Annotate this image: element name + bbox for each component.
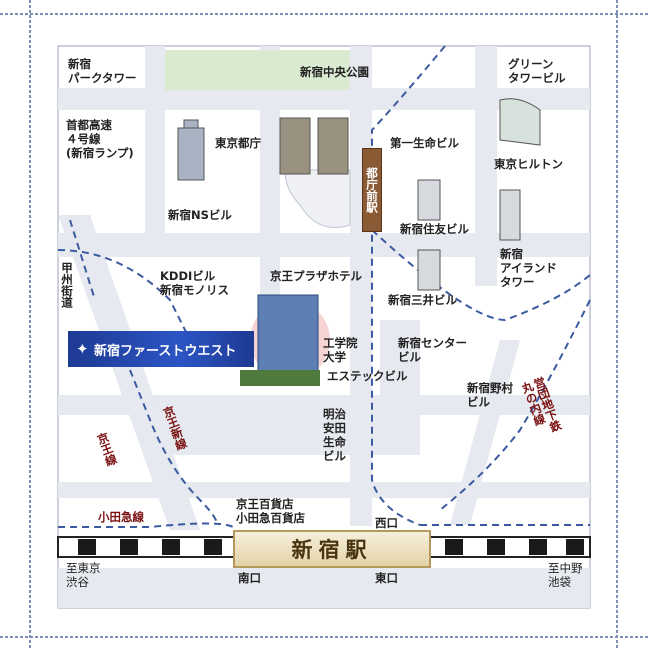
label-park-tower: 新宿 パークタワー — [68, 57, 137, 85]
label-center-building: 新宿センター ビル — [398, 336, 467, 364]
label-sumitomo: 新宿住友ビル — [400, 222, 469, 236]
label-to-tokyo: 至東京 渋谷 — [66, 561, 101, 589]
first-west-building — [240, 294, 330, 386]
label-nomura: 新宿野村 ビル — [467, 381, 513, 409]
label-south-exit: 南口 — [238, 571, 261, 585]
road-network — [58, 46, 590, 608]
label-koshu-kaido: 甲州街道 — [60, 262, 74, 308]
label-ns-building: 新宿NSビル — [168, 208, 232, 222]
first-west-banner[interactable]: ✦ 新宿ファーストウエスト — [68, 331, 254, 367]
chuo-park — [165, 50, 350, 90]
first-west-label: 新宿ファーストウエスト — [94, 343, 237, 359]
label-kddi: KDDIビル 新宿モノリス — [160, 269, 229, 297]
label-island-tower: 新宿 アイランド タワー — [500, 247, 557, 289]
tocho-plaza — [284, 169, 351, 228]
label-meiji-yasuda: 明治 安田 生命 ビル — [323, 407, 346, 463]
tocho-mae-station: 都庁前駅 — [362, 148, 382, 232]
tower-buildings — [417, 98, 541, 291]
diamond-star-icon: ✦ — [76, 340, 89, 358]
label-kogakuin: 工学院 大学 — [323, 336, 358, 364]
label-keio-dept: 京王百貨店 小田急百貨店 — [236, 497, 305, 525]
label-expressway: 首都高速 ４号線 (新宿ランプ) — [66, 118, 134, 160]
label-to-nakano: 至中野 池袋 — [548, 561, 583, 589]
label-keio-plaza: 京王プラザホテル — [270, 269, 362, 283]
label-green-tower: グリーン タワービル — [508, 57, 566, 85]
label-tocho: 東京都庁 — [215, 136, 261, 150]
shinjuku-station[interactable]: 新宿駅 — [233, 530, 431, 568]
label-odakyu: 小田急線 — [98, 510, 144, 524]
tocho-towers — [177, 117, 349, 181]
label-tokyo-hilton: 東京ヒルトン — [494, 157, 563, 171]
label-east-exit: 東口 — [375, 571, 398, 585]
label-daiichi-seimei: 第一生命ビル — [390, 136, 459, 150]
label-west-exit: 西口 — [375, 516, 398, 530]
label-mitsui: 新宿三井ビル — [388, 293, 457, 307]
label-estec: エステックビル — [327, 369, 408, 383]
label-chuo-koen: 新宿中央公園 — [300, 65, 369, 79]
